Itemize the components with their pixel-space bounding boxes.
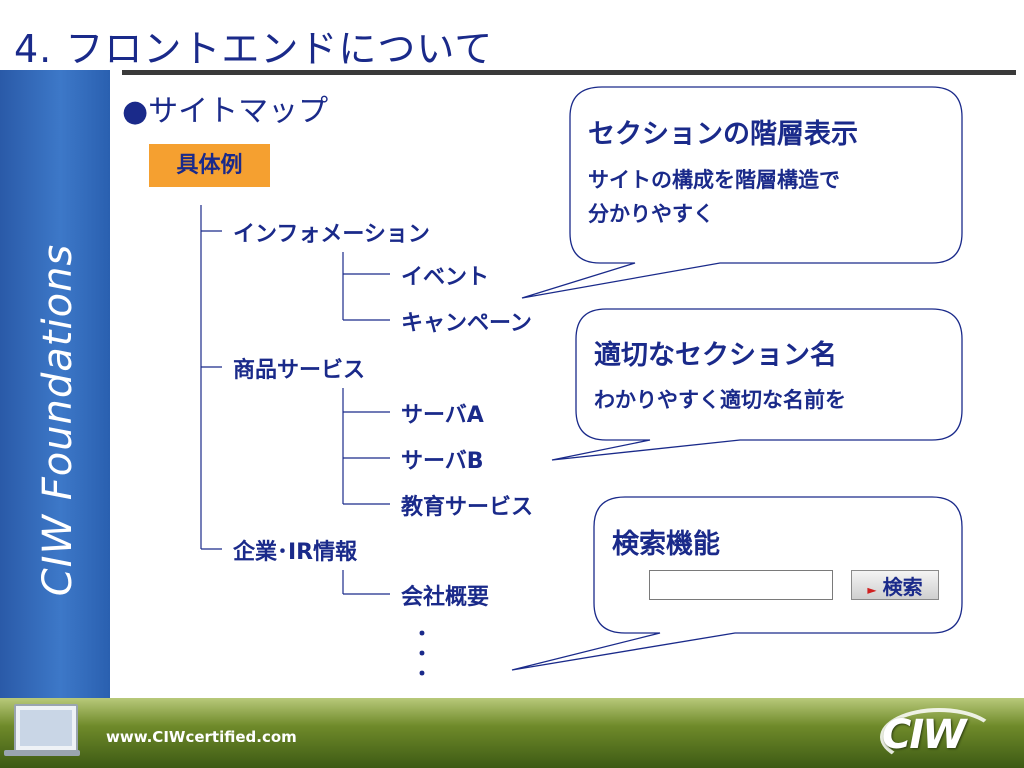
title-divider [122,70,1016,75]
callout-title-search: 検索機能 [612,529,720,560]
tree-ellipsis-dot: ･ [416,620,428,648]
callout-title-naming: 適切なセクション名 [594,340,837,371]
tree-node-company-overview: 会社概要 [401,585,490,610]
tree-node-information: インフォメーション [233,222,430,247]
sidebar-brand-bar: CIW Foundations [0,70,110,698]
callout-body-hierarchy-line2: 分かりやすく [588,202,714,226]
callout-body-hierarchy-line1: サイトの構成を階層構造で [588,168,840,192]
example-badge: 具体例 [149,144,270,187]
section-heading: ●サイトマップ [122,94,329,129]
slide-title: 4. フロントエンドについて [14,27,494,71]
tree-ellipsis-dot: ･ [416,640,428,668]
laptop-base [4,750,80,756]
tree-node-products: 商品サービス [233,358,366,383]
search-button[interactable]: ► 検索 [851,570,939,600]
search-input[interactable] [649,570,833,600]
tree-node-education: 教育サービス [401,495,534,520]
tree-node-server-b: サーバB [401,449,484,474]
ciw-logo: CIW [882,712,966,758]
callout-bubble-hierarchy [521,86,963,299]
tree-node-event: イベント [401,265,490,290]
search-button-label: 検索 [882,575,923,599]
tree-ellipsis-dot: ･ [416,660,428,688]
logo-swoosh [880,708,998,766]
arrow-right-icon: ► [867,583,877,597]
tree-node-company-ir: 企業･IR情報 [233,540,358,565]
callout-title-hierarchy: セクションの階層表示 [588,119,858,150]
callout-bubble-naming [551,308,963,461]
laptop-icon [14,704,78,752]
footer-banner: www.CIWcertified.com CIW [0,698,1024,768]
footer-url: www.CIWcertified.com [106,728,297,746]
tree-node-server-a: サーバA [401,403,484,428]
tree-node-campaign: キャンペーン [401,311,532,336]
callout-body-naming: わかりやすく適切な名前を [594,388,846,412]
